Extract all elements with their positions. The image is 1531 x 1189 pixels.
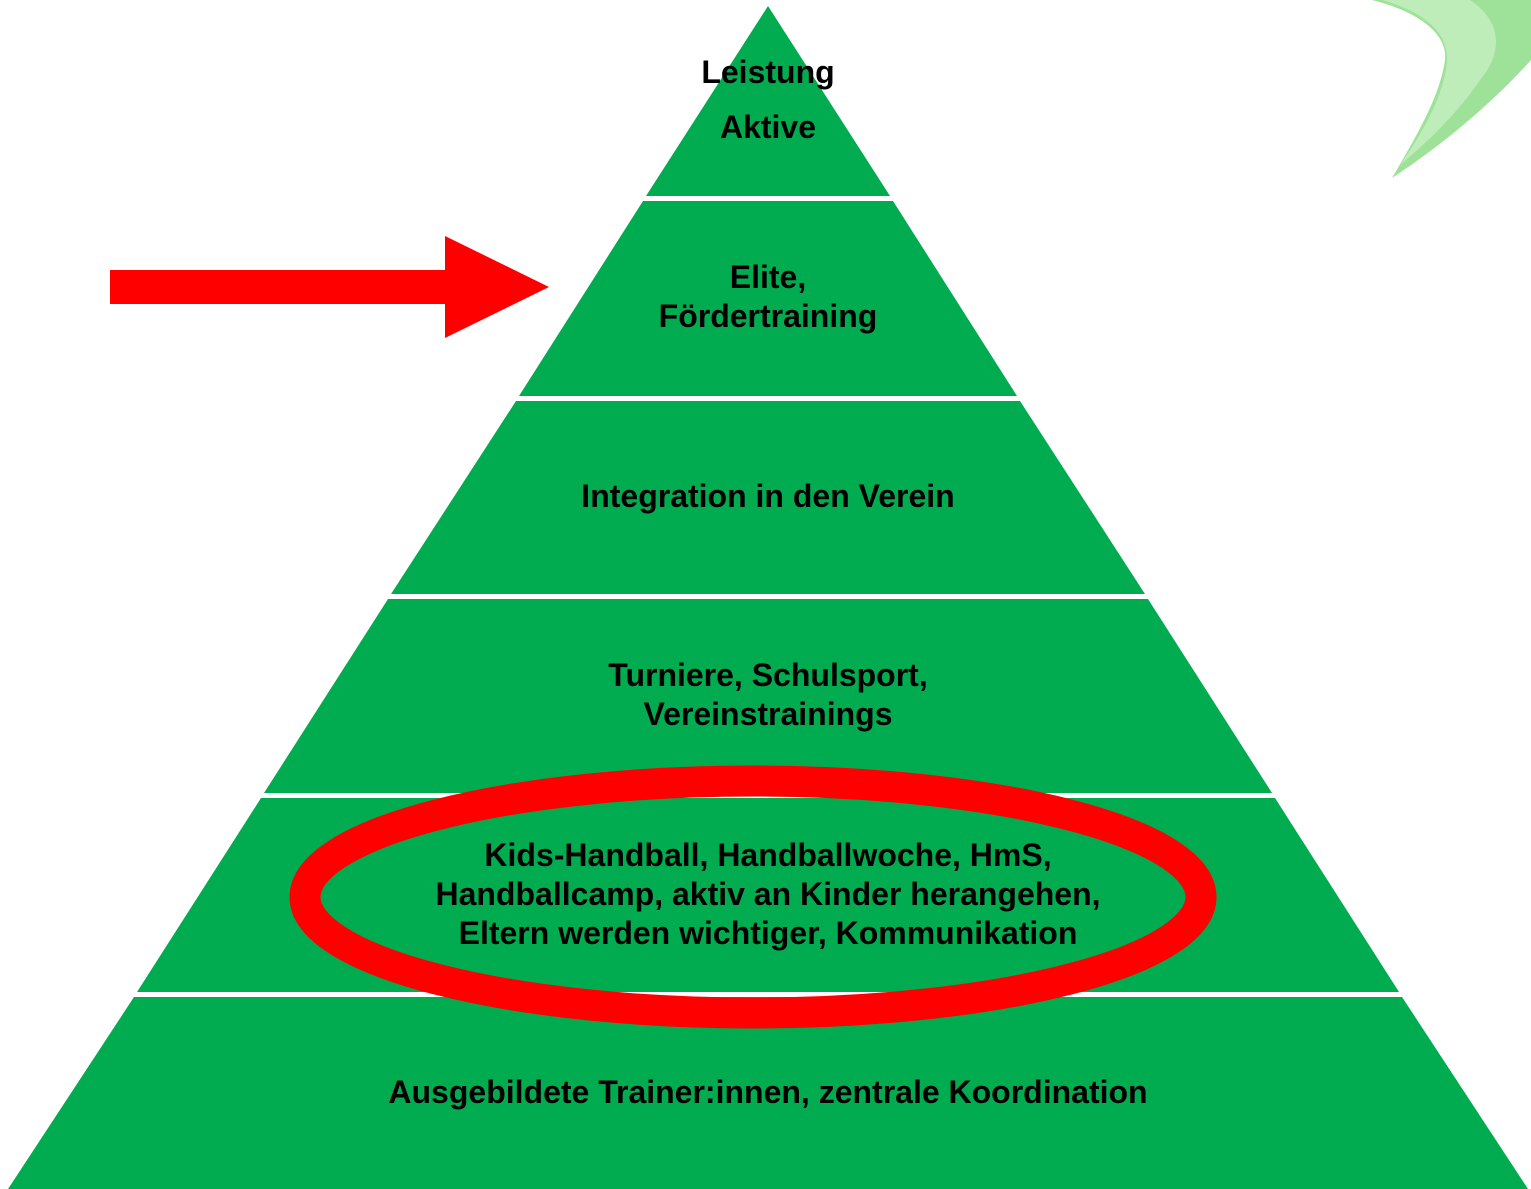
pyramid-tier-4 — [264, 599, 1272, 793]
level-1-line-2: Aktive — [719, 109, 817, 145]
level-3-label: Integration in den Verein — [581, 477, 954, 516]
pyramid-tier-5 — [137, 798, 1399, 992]
level-1-line-1: Leistung — [701, 54, 835, 90]
level-5-line-2: Handballcamp, aktiv an Kinder herangehen… — [435, 876, 1101, 912]
pyramid-tier-1 — [646, 6, 890, 196]
right-arrow-icon — [110, 236, 549, 338]
level-2-line-2: Fördertraining — [658, 298, 878, 334]
pyramid-tiers — [8, 6, 1528, 1189]
level-3-line-1: Integration in den Verein — [581, 478, 955, 514]
level-4-line-2: Vereinstrainings — [643, 696, 893, 732]
level-5-label: Kids-Handball, Handballwoche, HmS, Handb… — [435, 836, 1100, 953]
pyramid-tier-3 — [391, 401, 1145, 594]
level-5-line-1: Kids-Handball, Handballwoche, HmS, — [484, 837, 1052, 873]
level-4-line-1: Turniere, Schulsport, — [608, 657, 928, 693]
level-6-label: Ausgebildete Trainer:innen, zentrale Koo… — [388, 1073, 1147, 1112]
highlight-ellipse — [289, 765, 1217, 1029]
level-1-label: Leistung Aktive — [701, 53, 834, 147]
level-4-label: Turniere, Schulsport, Vereinstrainings — [608, 656, 927, 734]
pyramid-tier-2 — [519, 201, 1017, 396]
pyramid-tier-6 — [8, 997, 1528, 1189]
level-2-label: Elite, Fördertraining — [659, 258, 878, 336]
level-2-line-1: Elite, — [729, 259, 807, 295]
level-5-line-3: Eltern werden wichtiger, Kommunikation — [458, 915, 1078, 951]
level-6-line-1: Ausgebildete Trainer:innen, zentrale Koo… — [388, 1074, 1148, 1110]
corner-leaf-logo-icon — [1372, 0, 1531, 178]
